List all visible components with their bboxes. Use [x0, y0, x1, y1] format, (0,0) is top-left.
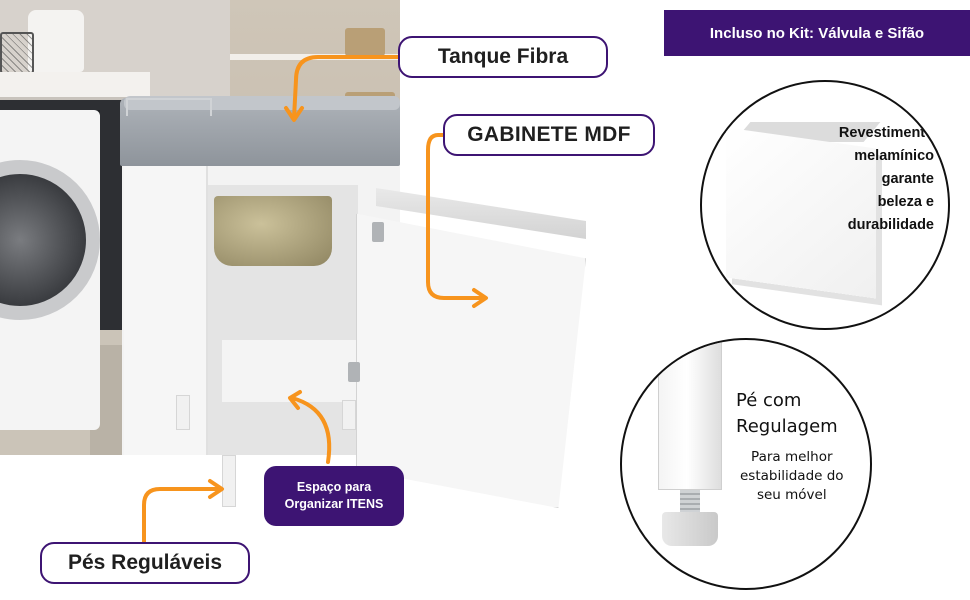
wire-basket — [0, 32, 34, 74]
espaco-line-1: Espaço para — [296, 480, 372, 495]
espaco-line-2: Organizar ITENS — [284, 497, 384, 511]
revestimento-text: Revestimento melamínico garante beleza e… — [839, 122, 934, 237]
cabinet-leg — [342, 400, 356, 430]
cabinet-side — [124, 140, 208, 455]
soap-rail — [126, 98, 212, 116]
label-tanque-fibra: Tanque Fibra — [398, 36, 608, 78]
label-pes-regulaveis: Pés Reguláveis — [40, 542, 250, 584]
revestimento-line: durabilidade — [847, 217, 934, 233]
pillow — [28, 10, 84, 72]
hinge — [372, 222, 384, 242]
counter — [0, 72, 150, 100]
arrow-icon — [142, 487, 222, 544]
pe-subtitle: Para melhor estabilidade do seu móvel — [740, 448, 844, 505]
revestimento-line: beleza e — [877, 194, 934, 210]
arrow-icon — [208, 479, 224, 499]
pe-sub-line: estabilidade do — [740, 468, 844, 484]
inner-shelf — [222, 340, 362, 402]
pe-title: Pé com Regulagem — [736, 388, 838, 440]
revestimento-line: Revestimento — [838, 125, 934, 141]
label-espaco-organizar: Espaço para Organizar ITENS — [264, 466, 404, 526]
foot-base — [662, 512, 718, 546]
kit-banner: Incluso no Kit: Válvula e Sifão — [664, 10, 970, 56]
pe-title-line: Regulagem — [736, 416, 838, 437]
detail-circle-panel: Revestimento melamínico garante beleza e… — [700, 80, 950, 330]
label-gabinete-mdf: GABINETE MDF — [443, 114, 655, 156]
pe-sub-line: Para melhor — [751, 449, 833, 465]
pe-title-line: Pé com — [736, 390, 802, 411]
pe-sub-line: seu móvel — [756, 487, 827, 503]
cabinet-leg — [222, 455, 236, 507]
foot-post — [658, 340, 722, 490]
revestimento-line: garante — [881, 171, 934, 187]
detail-circle-foot: Pé com Regulagem Para melhor estabilidad… — [620, 338, 872, 590]
hinge — [348, 362, 360, 382]
revestimento-line: melamínico — [854, 148, 934, 164]
cabinet-leg — [176, 395, 190, 430]
foot-thread — [680, 490, 700, 514]
basket — [345, 28, 385, 56]
sink-underside — [214, 196, 332, 266]
cabinet-door — [356, 213, 586, 508]
